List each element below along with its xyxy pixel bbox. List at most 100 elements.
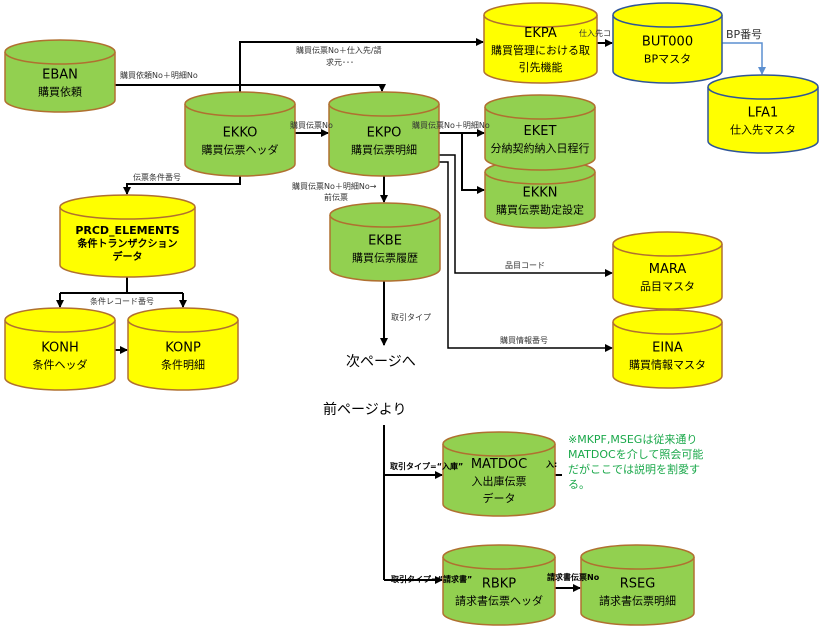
table-description: 入出庫伝票 <box>472 474 527 488</box>
table-description: 購買管理における取 <box>491 43 590 57</box>
cylinder-body <box>4 320 116 391</box>
table-lfa1: LFA1 仕入先マスタ <box>707 74 819 154</box>
table-konh: KONH 条件ヘッダ <box>4 307 116 391</box>
cylinder-body <box>328 104 440 177</box>
label-to-matdoc: 取引タイプ=“入庫” <box>390 461 463 471</box>
tables: EBAN購買依頼EKPA購買管理における取引先機能BUT000BPマスタLFA1… <box>4 2 819 626</box>
table-description: 購買依頼 <box>38 85 82 99</box>
table-description: 請求書伝票ヘッダ <box>455 594 543 608</box>
table-name: KONH <box>41 341 79 356</box>
label-ekko-ekpo: 購買伝票No <box>290 120 333 130</box>
table-konp: KONP 条件明細 <box>127 307 239 391</box>
cylinder-top <box>580 544 695 570</box>
cylinder-body <box>484 172 596 229</box>
table-name: RBKP <box>482 577 516 592</box>
label-ekpo-mara: 品目コード <box>505 261 545 270</box>
table-name: KONP <box>165 341 201 356</box>
label-prcd-kon: 条件レコード番号 <box>90 296 154 306</box>
table-description: 分納契約納入日程行 <box>491 141 590 155</box>
table-description: 引先機能 <box>519 60 563 74</box>
label-ekko-ekpa-1: 購買伝票No＋仕入先/請 <box>296 45 382 55</box>
cylinder-body <box>484 107 596 171</box>
table-description: 購買伝票勘定設定 <box>496 203 584 217</box>
cylinder-body <box>612 15 723 84</box>
cylinder-body <box>4 52 116 113</box>
table-description: 購買情報マスタ <box>629 358 706 372</box>
label-ekpo-eket: 購買伝票No＋明細No <box>412 120 490 130</box>
note-line-1: ※MKPF,MSEGは従来通り <box>568 433 697 446</box>
label-eban-ekpo: 購買依頼No＋明細No <box>120 70 198 80</box>
table-name: EKPA <box>524 26 557 41</box>
cylinder-body <box>329 215 441 282</box>
cylinder-body <box>59 207 196 278</box>
table-description: データ <box>113 250 143 263</box>
edge-eban-ekpo <box>115 84 386 92</box>
cylinder-top <box>4 307 116 333</box>
table-name: RSEG <box>620 577 656 592</box>
table-name: EKKO <box>223 126 258 141</box>
table-description: 品目マスタ <box>640 280 695 293</box>
cylinder-top <box>612 309 723 335</box>
label-ekko-prcd: 伝票条件番号 <box>133 172 181 182</box>
cylinder-body <box>707 87 819 154</box>
label-to-rbkp: 取引タイプ=“請求書” <box>391 574 472 584</box>
prev-page-link: 前ページより <box>323 401 406 418</box>
table-name: BUT000 <box>642 35 693 50</box>
cylinder-body <box>442 557 556 626</box>
table-name: LFA1 <box>748 106 779 121</box>
table-description: 請求書伝票明細 <box>599 594 676 608</box>
table-name: EKKN <box>523 186 558 201</box>
table-name: EBAN <box>42 68 78 83</box>
table-rseg: RSEG 請求書伝票明細 <box>580 544 695 626</box>
next-page-link: 次ページへ <box>346 354 416 370</box>
table-name: EKBE <box>368 234 402 249</box>
table-description: 条件トランザクション <box>77 237 178 250</box>
table-name: EINA <box>652 341 683 356</box>
cylinder-top <box>184 91 296 117</box>
label-rbkp-rseg: 請求書伝票No <box>547 572 600 582</box>
cylinder-top <box>442 431 556 457</box>
edge-ekpo-ekkn <box>461 133 485 194</box>
cylinder-body <box>442 444 556 517</box>
label-ekpa-but000: 仕入先コ <box>579 28 611 38</box>
note-line-3: だがここでは説明を割愛す <box>568 462 700 476</box>
table-name: PRCD_ELEMENTS <box>75 224 179 237</box>
cylinder-top <box>59 194 196 220</box>
cylinder-body <box>483 15 598 84</box>
cylinder-top <box>329 202 441 228</box>
table-description: 仕入先マスタ <box>730 124 796 137</box>
table-description: 購買伝票明細 <box>351 143 417 157</box>
edge-ekko-prcd <box>123 175 241 195</box>
cylinder-body <box>612 322 723 389</box>
cylinder-body <box>184 104 296 177</box>
table-description: 条件ヘッダ <box>33 358 88 372</box>
table-eban: EBAN 購買依頼 <box>4 39 116 113</box>
note-line-2: MATDOCを介して照会可能 <box>568 447 703 461</box>
table-description: 購買伝票履歴 <box>352 251 418 265</box>
table-ekbe: EKBE 購買伝票履歴 <box>329 202 441 282</box>
cylinder-top <box>4 39 116 65</box>
cylinder-body <box>580 557 695 626</box>
edge-ekpo-eina <box>439 161 613 352</box>
cylinder-top <box>612 2 723 28</box>
edges <box>56 38 766 592</box>
label-ekko-ekpa-2: 求元･･･ <box>326 57 354 67</box>
cylinder-body <box>127 320 239 391</box>
cylinder-top <box>328 91 440 117</box>
label-ekpo-ekbe-1: 購買伝票No＋明細No→ <box>292 181 377 191</box>
table-description: 購買伝票ヘッダ <box>202 143 279 157</box>
cylinder-top <box>707 74 819 100</box>
table-ekko: EKKO 購買伝票ヘッダ <box>184 91 296 177</box>
cylinder-top <box>484 94 596 120</box>
table-description: 条件明細 <box>161 358 205 372</box>
edge-ekpo-mara <box>439 154 613 277</box>
table-description: BPマスタ <box>644 53 691 66</box>
edge-ekko-ekpa <box>239 38 484 92</box>
table-name: MARA <box>649 262 687 277</box>
